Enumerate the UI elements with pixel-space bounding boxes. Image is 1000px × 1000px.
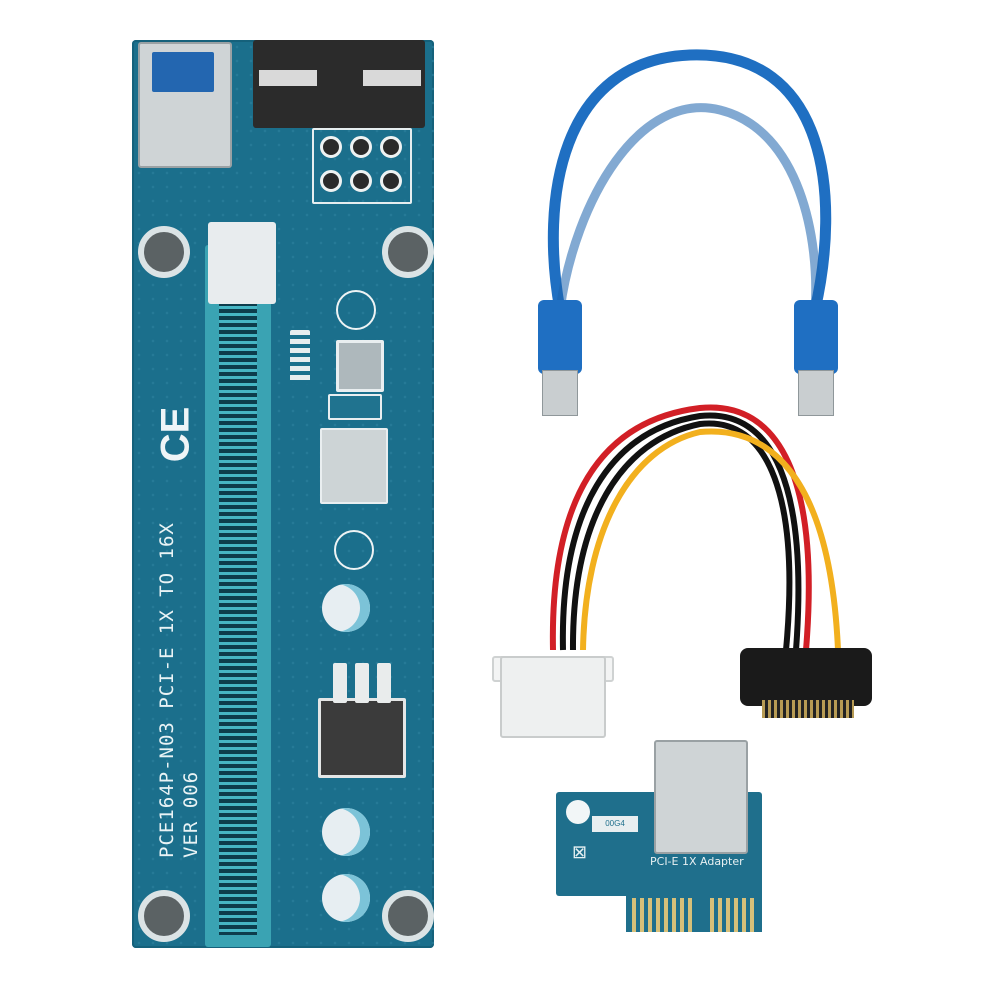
mounting-hole <box>138 890 190 942</box>
power-header <box>253 40 425 128</box>
usb-3-port <box>138 42 232 168</box>
mounting-hole <box>138 226 190 278</box>
capacitor-footprint <box>336 290 376 330</box>
pin <box>380 136 402 158</box>
voltage-regulator <box>318 663 406 778</box>
sata-connector <box>740 648 872 706</box>
pin <box>350 170 372 192</box>
sata-pins <box>762 700 854 718</box>
regulator-leg <box>355 663 369 703</box>
capacitor <box>322 584 370 632</box>
slot-contacts <box>219 295 257 935</box>
capacitor-footprint <box>334 530 374 570</box>
usb-plug-left-metal <box>542 370 578 416</box>
capacitor <box>322 808 370 856</box>
regulator-leg <box>333 663 347 703</box>
smd-component <box>328 394 382 420</box>
regulator-leg <box>377 663 391 703</box>
usb-port-tongue <box>152 52 214 92</box>
slot-latch <box>208 222 276 304</box>
pin <box>320 170 342 192</box>
pin <box>320 136 342 158</box>
adapter-label-text: PCI-E 1X Adapter <box>650 855 744 868</box>
resistor-array <box>290 330 310 384</box>
usb-plug-right <box>794 300 838 374</box>
usb-plug-right-metal <box>798 370 834 416</box>
capacitor <box>322 874 370 922</box>
usb-plug-left <box>538 300 582 374</box>
ic-chip <box>336 340 384 392</box>
six-pin-footprint <box>312 128 412 204</box>
recycle-mark-icon: ⊠ <box>572 842 588 862</box>
adapter-sticker: 00G4 <box>592 816 638 832</box>
gold-fingers <box>710 898 758 932</box>
header-latch-left <box>259 70 317 86</box>
adapter-usb-port <box>654 740 748 854</box>
mounting-hole <box>382 890 434 942</box>
inductor <box>320 428 388 504</box>
adapter-hole <box>566 800 590 824</box>
header-latch-right <box>363 70 421 86</box>
mounting-hole <box>382 226 434 278</box>
adapter-edge <box>626 892 762 932</box>
molex-connector <box>500 656 606 738</box>
pcie-x16-slot <box>205 245 271 947</box>
pin <box>380 170 402 192</box>
gold-fingers <box>632 898 696 932</box>
pin <box>350 136 372 158</box>
